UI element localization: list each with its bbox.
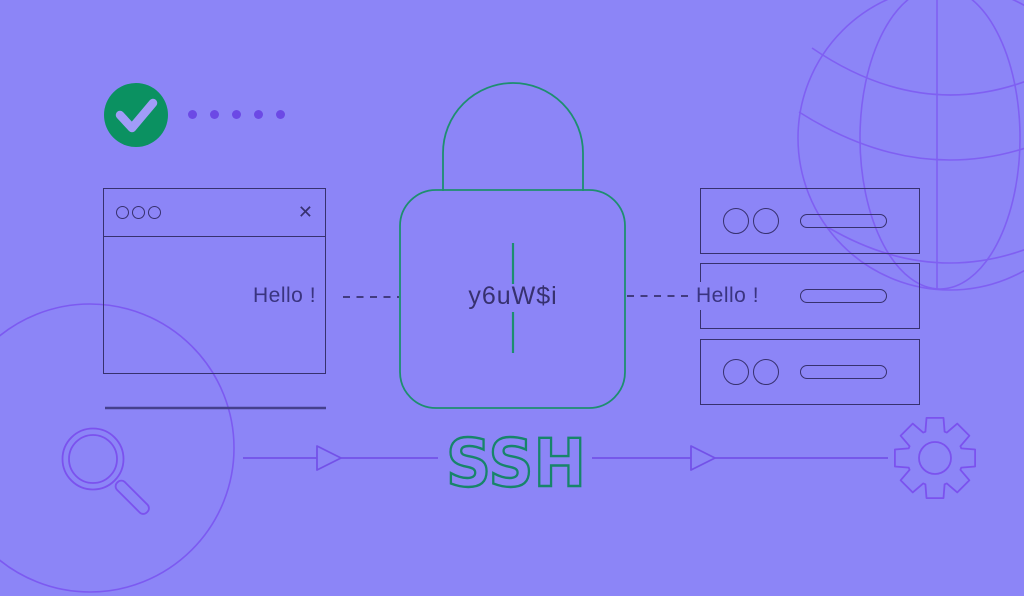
close-icon: ✕ bbox=[297, 201, 313, 223]
magnifier-icon bbox=[61, 427, 150, 515]
client-message: Hello ! bbox=[247, 282, 323, 310]
server-slot bbox=[800, 365, 887, 379]
server-row bbox=[700, 188, 920, 254]
server-slot bbox=[800, 289, 887, 303]
protocol-label: SSH bbox=[446, 425, 586, 502]
window-control-dot bbox=[116, 206, 129, 219]
window-control-dot bbox=[148, 206, 161, 219]
arrow-right-icon bbox=[592, 445, 888, 471]
dot-icon bbox=[188, 110, 197, 119]
dot-icon bbox=[254, 110, 263, 119]
server-led-icon bbox=[753, 208, 779, 234]
server-row bbox=[700, 339, 920, 405]
check-icon bbox=[115, 98, 158, 133]
terminal-titlebar: ✕ bbox=[104, 189, 325, 237]
dot-icon bbox=[276, 110, 285, 119]
progress-dots bbox=[188, 110, 285, 119]
server-led-icon bbox=[753, 359, 779, 385]
encrypted-message: y6uW$i bbox=[468, 282, 558, 310]
window-control-dot bbox=[132, 206, 145, 219]
padlock-icon bbox=[399, 82, 626, 409]
server-led-icon bbox=[723, 208, 749, 234]
server-led-icon bbox=[723, 359, 749, 385]
arrow-left-icon bbox=[243, 445, 438, 471]
dot-icon bbox=[232, 110, 241, 119]
decor-circle bbox=[0, 303, 235, 593]
success-badge bbox=[104, 83, 168, 147]
dot-icon bbox=[210, 110, 219, 119]
gear-icon bbox=[894, 417, 976, 499]
globe-icon bbox=[797, 0, 1024, 291]
terminal-window: ✕ bbox=[103, 188, 326, 374]
server-message: Hello ! bbox=[690, 282, 766, 310]
server-slot bbox=[800, 214, 887, 228]
